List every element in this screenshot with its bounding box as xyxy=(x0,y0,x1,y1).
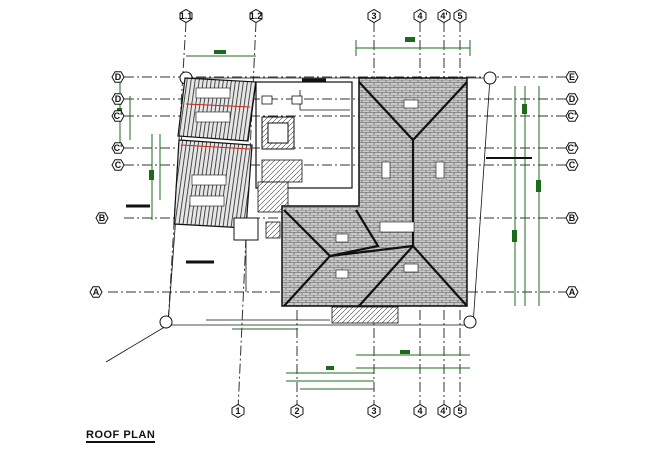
svg-text:D: D xyxy=(115,72,122,82)
grid-marker-top-3: 3 xyxy=(367,8,381,24)
grid-marker-right-c-prime: C' xyxy=(565,110,579,122)
grid-marker-right-b: B xyxy=(565,212,579,224)
grid-marker-left-d-2: D xyxy=(111,93,125,105)
svg-text:2: 2 xyxy=(294,406,299,416)
right-grid-markers: E D C' C' C B A xyxy=(565,71,579,298)
grid-marker-top-1-1: 1.1 xyxy=(179,8,193,24)
svg-text:C': C' xyxy=(114,111,123,121)
drawing-title: ROOF PLAN xyxy=(86,429,156,443)
grid-marker-top-4: 4 xyxy=(413,8,427,24)
grid-marker-left-d: D xyxy=(111,71,125,83)
svg-text:4': 4' xyxy=(440,406,447,416)
svg-text:3: 3 xyxy=(371,406,376,416)
grid-marker-left-c-prime-2: C' xyxy=(111,142,125,154)
svg-text:3: 3 xyxy=(371,11,376,21)
grid-marker-right-a: A xyxy=(565,286,579,298)
svg-text:E: E xyxy=(569,72,575,82)
bottom-grid-markers: 1 2 3 4 4' 5 xyxy=(231,403,467,419)
svg-text:C': C' xyxy=(568,111,577,121)
grid-marker-left-c-prime: C' xyxy=(111,110,125,122)
svg-text:A: A xyxy=(569,287,576,297)
svg-text:D: D xyxy=(115,94,122,104)
svg-text:B: B xyxy=(569,213,576,223)
grid-marker-bottom-3: 3 xyxy=(367,403,381,419)
svg-text:5: 5 xyxy=(457,406,462,416)
svg-text:A: A xyxy=(93,287,100,297)
svg-text:4: 4 xyxy=(417,406,422,416)
svg-text:1.2: 1.2 xyxy=(250,11,263,21)
grid-marker-top-1-2: 1.2 xyxy=(249,8,263,24)
grid-marker-right-e: E xyxy=(565,71,579,83)
grid-marker-bottom-4-prime: 4' xyxy=(437,403,451,419)
grid-marker-right-c: C xyxy=(565,159,579,171)
grid-marker-left-b: B xyxy=(95,212,109,224)
grid-marker-right-c-prime-2: C' xyxy=(565,142,579,154)
grid-marker-bottom-2: 2 xyxy=(290,403,304,419)
svg-text:1: 1 xyxy=(235,406,240,416)
grid-marker-right-d: D xyxy=(565,93,579,105)
grid-marker-top-5: 5 xyxy=(453,8,467,24)
dimension-lines xyxy=(117,37,541,390)
main-hip-roof xyxy=(281,77,468,307)
svg-text:B: B xyxy=(99,213,106,223)
svg-text:C': C' xyxy=(568,143,577,153)
left-grid-markers: D D C' C' C B A xyxy=(89,71,125,298)
grid-marker-bottom-4: 4 xyxy=(413,403,427,419)
svg-text:C: C xyxy=(115,160,122,170)
grid-marker-bottom-5: 5 xyxy=(453,403,467,419)
porch xyxy=(206,240,399,324)
grid-marker-left-a: A xyxy=(89,286,103,298)
grid-marker-top-4-prime: 4' xyxy=(437,8,451,24)
svg-text:4': 4' xyxy=(440,11,447,21)
svg-text:C': C' xyxy=(114,143,123,153)
svg-text:1.1: 1.1 xyxy=(180,11,193,21)
sheet-roof-left xyxy=(173,77,257,229)
svg-text:C: C xyxy=(569,160,576,170)
svg-text:D: D xyxy=(569,94,576,104)
top-grid-markers: 1.1 1.2 3 4 4' 5 xyxy=(179,8,467,24)
svg-text:5: 5 xyxy=(457,11,462,21)
svg-text:4: 4 xyxy=(417,11,422,21)
grid-marker-left-c: C xyxy=(111,159,125,171)
grid-marker-bottom-1: 1 xyxy=(231,403,245,419)
